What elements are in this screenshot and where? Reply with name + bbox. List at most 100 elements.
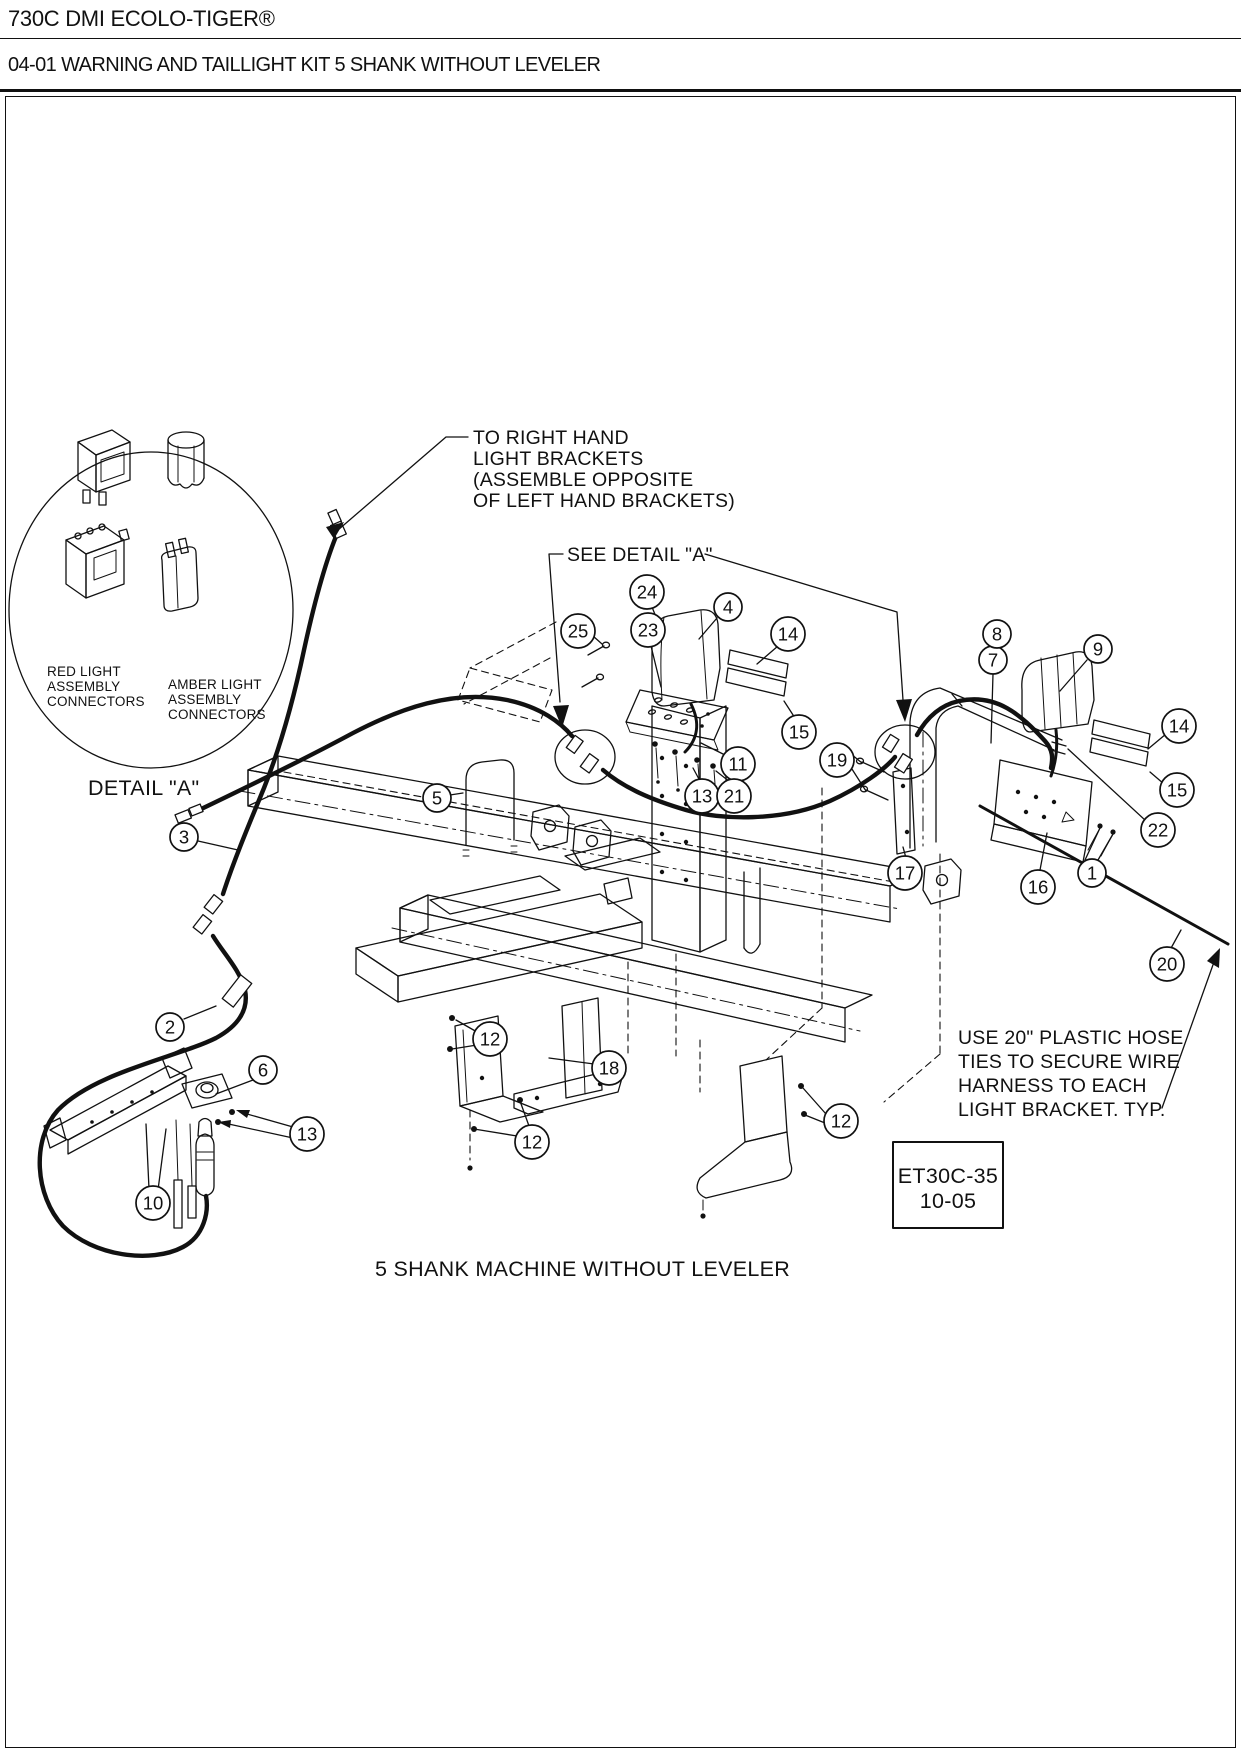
svg-text:19: 19 bbox=[827, 750, 848, 771]
callout-19: 19 bbox=[819, 742, 855, 778]
callout-25: 25 bbox=[560, 613, 596, 649]
svg-text:CONNECTORS: CONNECTORS bbox=[168, 707, 266, 722]
revision-plate: ET30C-35 10-05 bbox=[892, 1141, 1004, 1229]
callout-12: 12 bbox=[823, 1103, 859, 1139]
center-reflector bbox=[725, 649, 789, 697]
u-bolt bbox=[462, 759, 518, 857]
callout-layer: 1234567891011121212131314141515161718192… bbox=[135, 574, 1197, 1221]
svg-text:13: 13 bbox=[692, 786, 713, 807]
svg-text:HARNESS TO EACH: HARNESS TO EACH bbox=[958, 1075, 1147, 1097]
svg-text:17: 17 bbox=[895, 863, 916, 884]
svg-text:13: 13 bbox=[297, 1124, 318, 1145]
svg-text:23: 23 bbox=[638, 620, 659, 641]
svg-text:24: 24 bbox=[637, 582, 658, 603]
callout-13: 13 bbox=[684, 778, 720, 814]
punched-mount-plate bbox=[625, 689, 729, 751]
svg-text:TIES TO SECURE WIRE: TIES TO SECURE WIRE bbox=[958, 1051, 1180, 1073]
callout-18: 18 bbox=[591, 1050, 627, 1086]
svg-text:(ASSEMBLE OPPOSITE: (ASSEMBLE OPPOSITE bbox=[473, 469, 693, 491]
hitch-tongue bbox=[355, 837, 661, 1003]
svg-text:14: 14 bbox=[778, 624, 799, 645]
plate-model: ET30C-35 bbox=[898, 1164, 998, 1188]
connector-highlight-left bbox=[554, 729, 616, 785]
callout-22: 22 bbox=[1140, 812, 1176, 848]
wire-harness bbox=[37, 508, 1055, 1258]
svg-text:14: 14 bbox=[1169, 716, 1190, 737]
sensor-rods-10 bbox=[173, 1119, 197, 1229]
callout-14: 14 bbox=[1161, 708, 1197, 744]
arrowhead-see-detail-right bbox=[896, 699, 912, 722]
svg-text:6: 6 bbox=[258, 1060, 268, 1081]
right-bracket-plate bbox=[990, 759, 1093, 863]
callout-17: 17 bbox=[887, 855, 923, 891]
callout-11: 11 bbox=[720, 746, 756, 782]
callout-15: 15 bbox=[1159, 772, 1195, 808]
right-reflector bbox=[1089, 719, 1151, 767]
svg-text:7: 7 bbox=[988, 650, 998, 671]
svg-text:12: 12 bbox=[480, 1029, 501, 1050]
svg-text:2: 2 bbox=[165, 1017, 175, 1038]
svg-text:18: 18 bbox=[599, 1058, 620, 1079]
red-connector-bottom bbox=[65, 523, 130, 599]
callout-16: 16 bbox=[1020, 869, 1056, 905]
callout-12: 12 bbox=[514, 1124, 550, 1160]
svg-text:1: 1 bbox=[1087, 863, 1097, 884]
doc-title: 730C DMI ECOLO-TIGER® bbox=[8, 6, 275, 31]
arrowhead-see-detail-left bbox=[553, 705, 569, 728]
svg-text:15: 15 bbox=[789, 722, 810, 743]
see-detail-note: SEE DETAIL "A" bbox=[567, 544, 713, 566]
svg-text:8: 8 bbox=[992, 624, 1002, 645]
shank-clamp-ears bbox=[530, 804, 962, 905]
svg-text:12: 12 bbox=[522, 1132, 543, 1153]
mount-pins-1 bbox=[1087, 823, 1116, 857]
doc-subtitle: 04-01 WARNING AND TAILLIGHT KIT 5 SHANK … bbox=[8, 54, 601, 76]
svg-text:9: 9 bbox=[1093, 639, 1103, 660]
right-light-mast bbox=[765, 687, 1063, 1103]
right-hand-note: TO RIGHT HAND bbox=[473, 427, 629, 449]
svg-text:3: 3 bbox=[179, 827, 189, 848]
hose-tie-note: USE 20" PLASTIC HOSE bbox=[958, 1027, 1184, 1049]
callout-12: 12 bbox=[472, 1021, 508, 1057]
callout-15: 15 bbox=[781, 714, 817, 750]
bolts-19 bbox=[855, 757, 889, 801]
svg-text:15: 15 bbox=[1167, 780, 1188, 801]
callout-3: 3 bbox=[169, 822, 199, 852]
amber-connector-top bbox=[167, 431, 205, 489]
center-light-mast bbox=[651, 705, 727, 953]
red-connector-label: RED LIGHT bbox=[47, 664, 121, 679]
svg-text:21: 21 bbox=[724, 786, 745, 807]
callout-9: 9 bbox=[1083, 634, 1113, 664]
callout-1: 1 bbox=[1077, 858, 1107, 888]
svg-text:LIGHT BRACKET. TYP.: LIGHT BRACKET. TYP. bbox=[958, 1099, 1166, 1121]
red-connector-top bbox=[77, 429, 131, 506]
svg-text:10: 10 bbox=[143, 1193, 164, 1214]
svg-text:ASSEMBLY: ASSEMBLY bbox=[47, 679, 120, 694]
callout-13: 13 bbox=[289, 1116, 325, 1152]
header-divider bbox=[0, 38, 1241, 39]
amber-warning-light bbox=[1021, 651, 1095, 778]
amber-connector-bottom bbox=[160, 537, 199, 612]
callout-10: 10 bbox=[135, 1185, 171, 1221]
callout-24: 24 bbox=[629, 574, 665, 610]
svg-text:OF LEFT HAND BRACKETS): OF LEFT HAND BRACKETS) bbox=[473, 490, 735, 512]
drawing-border bbox=[5, 96, 1236, 1748]
svg-text:11: 11 bbox=[728, 754, 747, 775]
right-foot-bracket bbox=[627, 953, 807, 1219]
callout-6: 6 bbox=[248, 1055, 278, 1085]
svg-text:25: 25 bbox=[568, 621, 589, 642]
rear-toolbar-beam bbox=[239, 755, 921, 923]
callout-23: 23 bbox=[630, 612, 666, 648]
arrowhead-right-hand-note bbox=[326, 522, 344, 539]
svg-text:4: 4 bbox=[723, 597, 733, 618]
svg-text:CONNECTORS: CONNECTORS bbox=[47, 694, 145, 709]
svg-text:5: 5 bbox=[432, 788, 442, 809]
callout-14: 14 bbox=[770, 616, 806, 652]
shank-standards bbox=[513, 867, 761, 1115]
svg-text:LIGHT BRACKETS: LIGHT BRACKETS bbox=[473, 448, 643, 470]
front-toolbar-beam bbox=[391, 894, 873, 1043]
callout-8: 8 bbox=[982, 619, 1012, 649]
right-strap-bracket bbox=[892, 767, 916, 855]
harness-plug bbox=[195, 1117, 215, 1197]
left-light-bar bbox=[43, 1047, 235, 1155]
